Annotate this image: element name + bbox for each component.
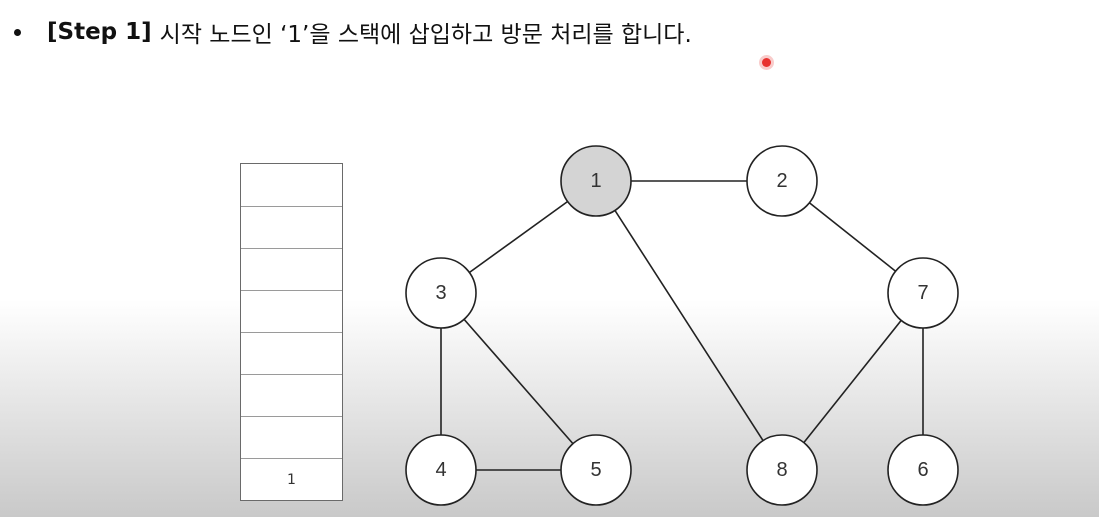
node-label: 3	[435, 282, 446, 304]
node-label: 6	[917, 459, 928, 481]
node-label: 1	[590, 170, 601, 192]
graph-node-6: 6	[887, 434, 959, 506]
graph-node-5: 5	[560, 434, 632, 506]
stack-cell	[241, 206, 342, 248]
node-label: 2	[776, 170, 787, 192]
graph-node-2: 2	[746, 145, 818, 217]
node-circle	[560, 145, 632, 217]
bullet-icon	[14, 28, 21, 36]
stack-cell	[241, 248, 342, 290]
graph-node-7: 7	[887, 257, 959, 329]
stack: 1	[240, 163, 343, 501]
pointer-cursor-icon	[762, 58, 771, 67]
stack-cell	[241, 416, 342, 458]
node-circle	[746, 434, 818, 506]
edge-1-8	[595, 180, 783, 471]
edge-3-5	[440, 292, 597, 471]
node-circle	[887, 257, 959, 329]
stack-cell	[241, 374, 342, 416]
graph-edges	[440, 180, 924, 471]
node-circle	[405, 257, 477, 329]
node-label: 4	[435, 459, 446, 481]
graph-node-3: 3	[405, 257, 477, 329]
step-heading: [Step 1] 시작 노드인 ‘1’을 스택에 삽입하고 방문 처리를 합니다…	[12, 14, 692, 50]
node-label: 5	[590, 459, 601, 481]
node-label: 8	[776, 459, 787, 481]
edge-7-8	[781, 292, 924, 471]
node-circle	[887, 434, 959, 506]
graph-nodes: 1 2 3 7 4 5 8 6	[405, 145, 959, 506]
step-description: 시작 노드인 ‘1’을 스택에 삽입하고 방문 처리를 합니다.	[159, 22, 692, 48]
graph-node-1: 1	[560, 145, 632, 217]
node-label: 7	[917, 282, 928, 304]
graph-node-8: 8	[746, 434, 818, 506]
stack-cell-top: 1	[241, 458, 342, 500]
node-circle	[405, 434, 477, 506]
stack-cell	[241, 290, 342, 332]
stack-cell	[241, 332, 342, 374]
graph-node-4: 4	[405, 434, 477, 506]
node-circle	[560, 434, 632, 506]
step-label: [Step 1]	[47, 19, 152, 45]
node-circle	[746, 145, 818, 217]
